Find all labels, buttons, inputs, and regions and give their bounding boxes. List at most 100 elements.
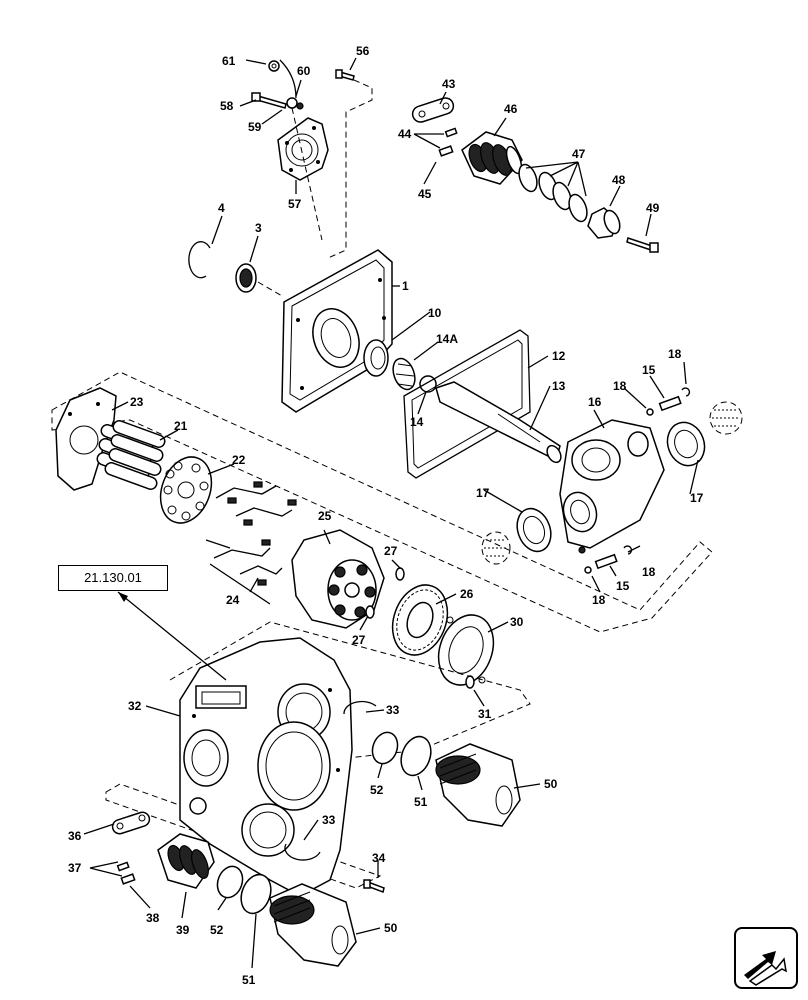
cylinder-block-25 <box>291 529 385 629</box>
callout-13: 13 <box>552 379 566 393</box>
callout-31: 31 <box>478 707 492 721</box>
bolt-58 <box>251 92 287 109</box>
ring-4 <box>188 241 211 279</box>
bolt-56 <box>335 69 355 81</box>
ring-17-left <box>516 507 552 553</box>
housing-1 <box>281 249 393 413</box>
coupling-46 <box>461 131 523 185</box>
callout-labels: 61 60 56 58 59 57 43 44 46 45 47 48 49 4… <box>68 44 704 987</box>
link-36 <box>111 811 151 835</box>
callout-58: 58 <box>220 99 234 113</box>
callout-34: 34 <box>372 851 386 865</box>
callout-15-lower: 15 <box>616 579 630 593</box>
brackets-24 <box>205 481 297 605</box>
retainers-33 <box>284 700 377 861</box>
callout-3: 3 <box>255 221 262 235</box>
pins-44-45 <box>438 127 458 157</box>
callout-33-upper: 33 <box>386 703 400 717</box>
callout-4: 4 <box>218 201 225 215</box>
callout-60: 60 <box>297 64 311 78</box>
gasket-12 <box>403 329 531 479</box>
callout-10: 10 <box>428 306 442 320</box>
bearing-10 <box>363 339 389 377</box>
gearbox-housing-32 <box>179 637 353 897</box>
callout-52-upper: 52 <box>370 783 384 797</box>
bolt-34 <box>363 879 385 893</box>
callout-17-right: 17 <box>690 491 704 505</box>
callout-45: 45 <box>418 187 432 201</box>
callout-44: 44 <box>398 127 412 141</box>
bearing-14a <box>392 357 416 391</box>
callout-36: 36 <box>68 829 82 843</box>
callout-25: 25 <box>318 509 332 523</box>
callout-51-lower: 51 <box>242 973 256 987</box>
coupling-39 <box>157 833 215 889</box>
callout-18-upper-b: 18 <box>613 379 627 393</box>
callout-43: 43 <box>442 77 456 91</box>
callout-24: 24 <box>226 593 240 607</box>
cover-50-upper <box>435 743 521 827</box>
callout-50-lower: 50 <box>384 921 398 935</box>
callout-50-upper: 50 <box>544 777 558 791</box>
callout-52-lower: 52 <box>210 923 224 937</box>
callout-57: 57 <box>288 197 302 211</box>
callout-18-lower-a: 18 <box>642 565 656 579</box>
callout-22: 22 <box>232 453 246 467</box>
callout-59: 59 <box>248 120 262 134</box>
callout-48: 48 <box>612 173 626 187</box>
reference-link-21-130-01[interactable]: 21.130.01 <box>58 565 168 591</box>
pins-15-18-upper <box>646 387 691 416</box>
housing-16 <box>559 419 665 554</box>
arrow-icon[interactable] <box>734 927 798 989</box>
ring-17-right <box>666 421 706 467</box>
callout-32: 32 <box>128 699 142 713</box>
callout-33-lower: 33 <box>322 813 336 827</box>
valve-plate-30 <box>437 614 495 686</box>
callout-61: 61 <box>222 54 236 68</box>
link-43 <box>411 97 455 123</box>
callout-14: 14 <box>410 415 424 429</box>
callout-49: 49 <box>646 201 660 215</box>
callout-47: 47 <box>572 147 586 161</box>
pistons-21 <box>96 420 166 490</box>
callout-51-upper: 51 <box>414 795 428 809</box>
seal-3 <box>235 263 257 293</box>
callout-21: 21 <box>174 419 188 433</box>
orings-51-52-lower <box>216 865 272 915</box>
pin-31 <box>465 675 475 689</box>
shaft-13 <box>435 381 562 464</box>
callout-46: 46 <box>504 102 518 116</box>
pins-37-38 <box>116 861 136 885</box>
pins-15-18-lower <box>584 545 633 574</box>
cover-plate-57 <box>277 117 329 181</box>
sleeve-48 <box>587 207 621 239</box>
plate-26 <box>391 584 449 656</box>
callout-56: 56 <box>356 44 370 58</box>
callout-14a: 14A <box>436 332 458 346</box>
callout-38: 38 <box>146 911 160 925</box>
callout-27-upper: 27 <box>384 544 398 558</box>
leader-lines <box>83 57 699 969</box>
callout-18-upper-a: 18 <box>668 347 682 361</box>
callout-37: 37 <box>68 861 82 875</box>
callout-16: 16 <box>588 395 602 409</box>
plate-22 <box>159 456 213 524</box>
rings-47 <box>518 163 588 223</box>
oring-14 <box>419 375 437 393</box>
arrow-icon-glyph <box>744 951 787 986</box>
bolt-49 <box>626 237 659 253</box>
callout-23: 23 <box>130 395 144 409</box>
callout-39: 39 <box>176 923 190 937</box>
callout-30: 30 <box>510 615 524 629</box>
callout-1: 1 <box>402 279 409 293</box>
callout-15-upper: 15 <box>642 363 656 377</box>
bearing-left-dashed <box>481 531 511 565</box>
bearing-right-dashed <box>709 401 743 435</box>
orings-51-52-upper <box>371 731 432 777</box>
callout-27-lower: 27 <box>352 633 366 647</box>
callout-18-lower-b: 18 <box>592 593 606 607</box>
callout-26: 26 <box>460 587 474 601</box>
callout-12: 12 <box>552 349 566 363</box>
cover-50-lower <box>269 883 357 967</box>
